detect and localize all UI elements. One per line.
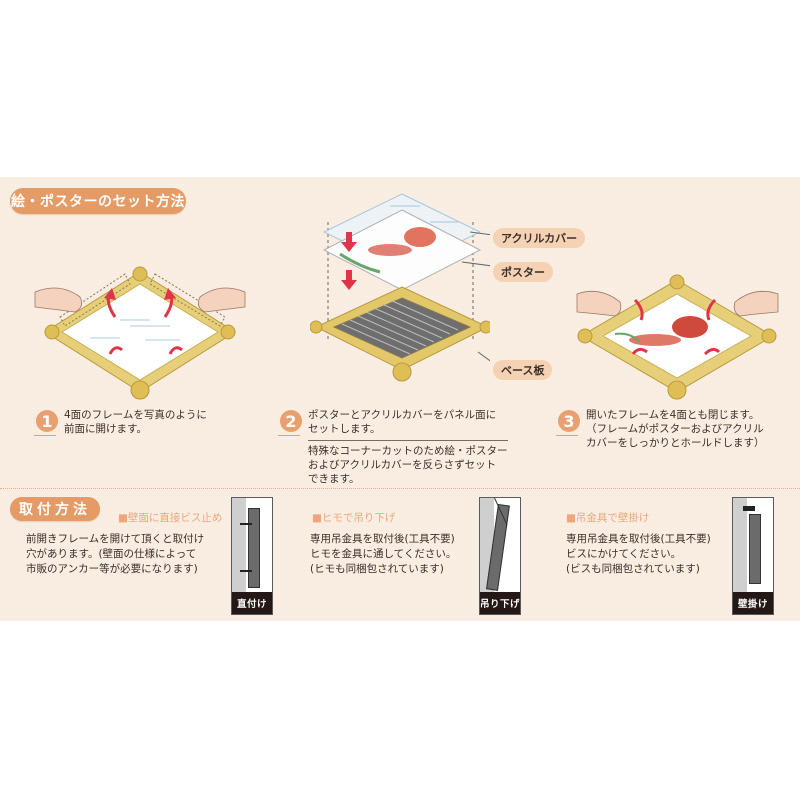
hook-icon [743,506,755,511]
wall-shape [733,498,747,594]
figure-caption: 吊り下げ [480,592,520,614]
method-2-line-2: ヒモを金具に通してください。 [310,548,457,560]
step-number-badge: 2 [278,410,302,436]
step-2-line-1: ポスターとアクリルカバーをパネル面に [308,409,497,421]
section-title-mount-method: 取付方法 [10,497,100,521]
label-poster: ポスター [493,262,553,282]
method-3-heading: ■吊金具で壁掛け [566,512,650,524]
step-number-badge: 3 [556,410,580,436]
figure-caption: 壁掛け [733,592,773,614]
step-1-line-2: 前面に開けます。 [64,423,147,435]
step-2-line-2: セットします。 [308,423,381,435]
screw-icon [240,570,252,572]
step-2: 2 ポスターとアクリルカバーをパネル面に セットします。 特殊なコーナーカットの… [278,408,508,486]
label-base-board: ベース板 [493,360,553,380]
section-divider [0,488,800,489]
step2-illustration [310,193,490,382]
step-3-line-2: （フレームがポスターおよびアクリル [586,423,764,435]
step-1: 1 4面のフレームを写真のように 前面に開けます。 [34,408,207,436]
method-1-line-3: 市販のアンカー等が必要になります) [26,563,198,575]
wall-hook-figure: 壁掛け [732,497,774,615]
method-2-body: 専用吊金具を取付後(工具不要) ヒモを金具に通してください。 (ヒモも同梱包され… [310,532,456,577]
step-2-note-line-1: 特殊なコーナーカットのため絵・ポスター [308,445,508,457]
method-3-line-1: 専用吊金具を取付後(工具不要) [566,533,711,545]
figure-caption: 直付け [232,592,272,614]
step-3-line-3: カバーをしっかりとホールドします） [586,437,765,449]
label-acrylic-cover: アクリルカバー [493,228,586,248]
method-3-line-2: ビスにかけてください。 [566,548,682,560]
step-1-line-1: 4面のフレームを写真のように [64,409,207,421]
section-title-set-method: 絵・ポスターのセット方法 [10,188,186,214]
string-hang-figure: 吊り下げ [479,497,521,615]
frame-shape [248,508,260,588]
method-1-line-1: 前開きフレームを開けて頂くと取付け [26,533,205,545]
method-3-body: 専用吊金具を取付後(工具不要) ビスにかけてください。 (ビスも同梱包されていま… [566,532,711,577]
step1-illustration [34,266,246,400]
step-2-note-line-2: およびアクリルカバーを反らさずセット [308,459,497,471]
step3-illustration [576,274,779,400]
step-3: 3 開いたフレームを4面とも閉じます。 （フレームがポスターおよびアクリル カバ… [556,408,765,450]
frame-shape [749,514,761,584]
screw-icon [240,523,252,525]
step-3-line-1: 開いたフレームを4面とも閉じます。 [586,409,760,421]
direct-mount-figure: 直付け [231,497,273,615]
method-2-heading: ■ヒモで吊り下げ [312,512,396,524]
step-2-note-line-3: できます。 [308,473,360,485]
step-2-note: 特殊なコーナーカットのため絵・ポスター およびアクリルカバーを反らさずセット で… [308,440,508,486]
method-3-line-3: (ビスも同梱包されています) [566,563,700,575]
method-2-line-1: 専用吊金具を取付後(工具不要) [310,533,455,545]
method-1-line-2: 穴があります。(壁面の仕様によって [26,548,197,560]
method-1-body: 前開きフレームを開けて頂くと取付け 穴があります。(壁面の仕様によって 市販のア… [26,532,204,577]
method-2-line-3: (ヒモも同梱包されています) [310,563,444,575]
step-number-badge: 1 [34,410,58,436]
method-1-heading: ■壁面に直接ビス止め [118,512,223,524]
wall-shape [232,498,246,594]
